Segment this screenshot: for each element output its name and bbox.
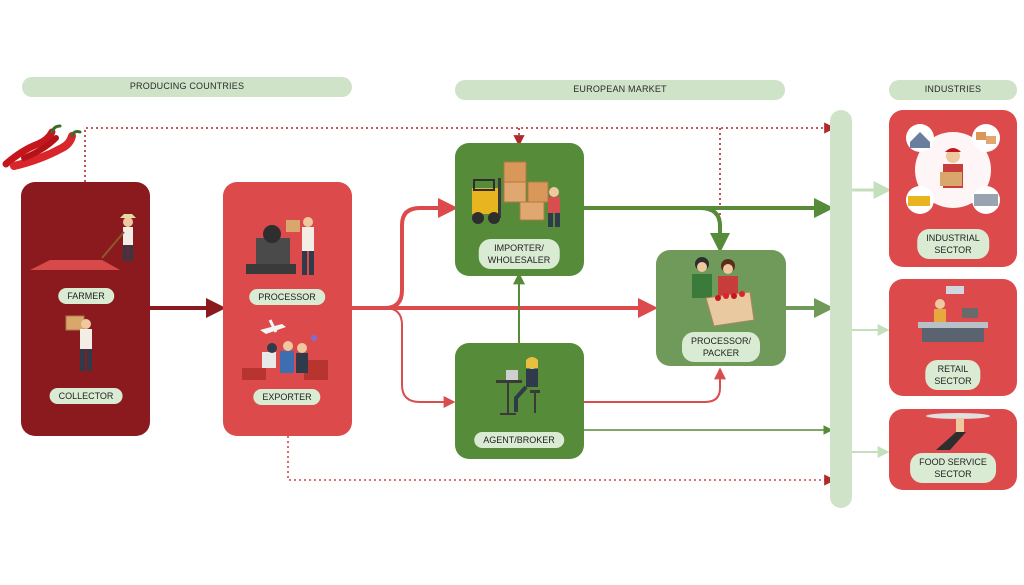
dotted-bottom-arrow <box>287 436 836 486</box>
packers-icon <box>692 257 755 327</box>
broker-icon <box>496 357 540 415</box>
european-market-header: EUROPEAN MARKET <box>455 80 785 100</box>
collector-icon <box>65 315 92 371</box>
industrial-sector-label: INDUSTRIAL SECTOR <box>917 229 989 260</box>
retail-label-line2: SECTOR <box>934 376 972 387</box>
forklift-icon <box>472 161 560 227</box>
industries-header: INDUSTRIES <box>889 80 1017 100</box>
retail-icon <box>918 286 988 342</box>
importer-label-line1: IMPORTER/ <box>494 243 544 253</box>
agent-broker-label: AGENT/BROKER <box>474 432 564 448</box>
industrial-label-line2: SECTOR <box>934 245 972 256</box>
food-service-label: FOOD SERVICE SECTOR <box>910 453 996 484</box>
chili-peppers-icon <box>2 124 82 170</box>
retail-sector-label: RETAIL SECTOR <box>925 360 981 391</box>
industrial-icon <box>906 124 1000 214</box>
farmer-label: FARMER <box>58 288 114 304</box>
processor-icon <box>246 217 314 275</box>
importer-label-line2: WHOLESALER <box>487 255 551 266</box>
exporter-label: EXPORTER <box>253 389 321 405</box>
processor-label: PROCESSOR <box>249 289 325 305</box>
food-service-icon <box>926 413 990 450</box>
retail-label-line1: RETAIL <box>937 364 969 374</box>
importer-to-packer-arrow <box>699 206 730 253</box>
processor-packer-label: PROCESSOR/ PACKER <box>681 332 761 363</box>
dotted-top-arrow <box>84 122 836 182</box>
packer-label-line2: PACKER <box>702 348 740 359</box>
market-bar <box>830 110 852 508</box>
farmer-icon <box>30 214 136 270</box>
food-label-line2: SECTOR <box>934 469 972 480</box>
producing-countries-header: PRODUCING COUNTRIES <box>22 77 352 97</box>
industrial-label-line1: INDUSTRIAL <box>926 233 980 243</box>
exporter-icon <box>242 319 328 380</box>
exporter-to-importer-arrow <box>384 198 458 310</box>
exporter-to-agent-arrow <box>384 307 456 408</box>
packer-label-line1: PROCESSOR/ <box>690 336 752 346</box>
agent-to-packer-arrow <box>583 367 726 403</box>
food-label-line1: FOOD SERVICE <box>919 457 987 467</box>
importer-wholesaler-label: IMPORTER/ WHOLESALER <box>478 239 560 270</box>
collector-label: COLLECTOR <box>49 388 123 404</box>
